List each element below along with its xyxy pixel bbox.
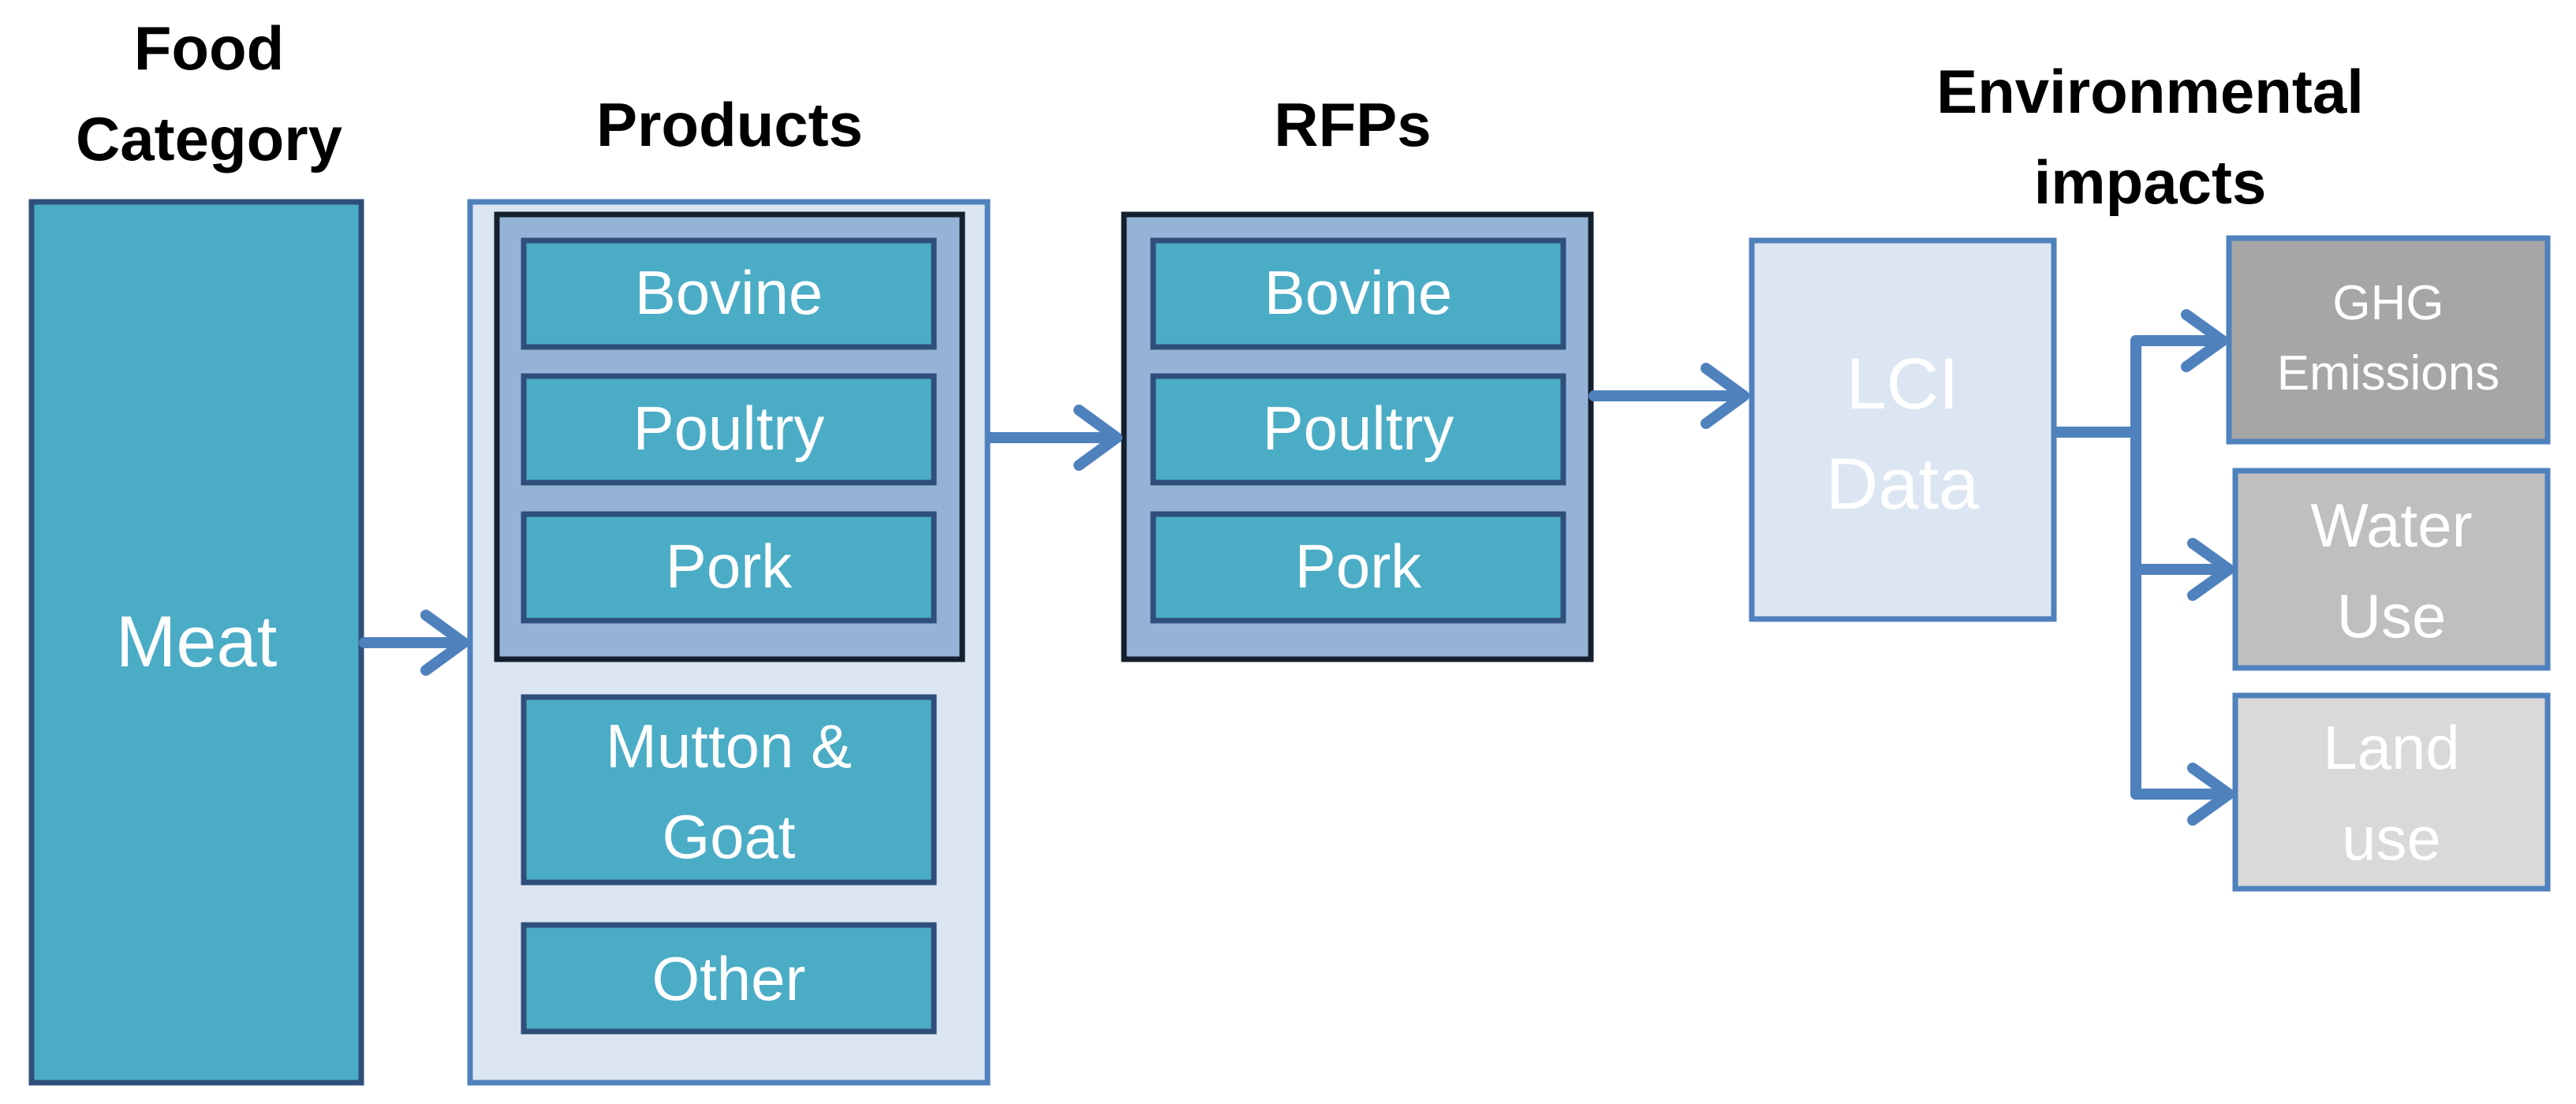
product-goat-label: Goat xyxy=(662,802,795,871)
header-food: Food xyxy=(134,13,285,83)
header-products: Products xyxy=(596,90,863,159)
water-label: Water xyxy=(2310,490,2472,560)
lci-data-box xyxy=(1749,237,2057,622)
emissions-label: Emissions xyxy=(2277,346,2500,401)
rfp-bovine-label: Bovine xyxy=(1264,258,1453,327)
food-category-meat-box xyxy=(28,199,364,1086)
product-pork: Pork xyxy=(521,511,937,624)
product-mutton-goat: Mutton & Goat xyxy=(521,694,937,886)
arrow-rfps-to-lci xyxy=(1589,363,1749,429)
product-poultry-label: Poultry xyxy=(633,393,825,463)
lci-data-label: Data xyxy=(1826,444,1980,524)
header-rfps: RFPs xyxy=(1274,90,1431,159)
product-bovine: Bovine xyxy=(521,237,937,350)
arrow-lci-to-impacts xyxy=(2051,309,2234,826)
product-other: Other xyxy=(521,922,937,1035)
rfp-pork-label: Pork xyxy=(1295,531,1422,601)
ghg-label: GHG xyxy=(2332,276,2443,330)
rfp-bovine: Bovine xyxy=(1150,237,1566,350)
product-poultry: Poultry xyxy=(521,373,937,486)
product-other-label: Other xyxy=(651,944,805,1013)
header-environmental: Environmental xyxy=(1936,57,2364,126)
rfp-poultry: Poultry xyxy=(1150,373,1566,486)
product-bovine-label: Bovine xyxy=(635,258,823,327)
land-use-label: use xyxy=(2342,804,2441,873)
header-impacts: impacts xyxy=(2034,147,2267,217)
arrow-meat-to-products xyxy=(359,610,469,676)
header-category: Category xyxy=(76,104,342,173)
impact-water-use: Water Use xyxy=(2232,468,2551,671)
meat-label: Meat xyxy=(116,602,278,682)
use-label: Use xyxy=(2337,581,2447,651)
rfp-poultry-label: Poultry xyxy=(1263,393,1454,463)
impact-ghg-emissions: GHG Emissions xyxy=(2226,235,2551,445)
product-pork-label: Pork xyxy=(666,531,793,601)
lci-label: LCI xyxy=(1846,344,1958,424)
arrow-products-to-rfps xyxy=(985,405,1122,471)
impact-land-use: Land use xyxy=(2232,692,2551,892)
product-mutton-label: Mutton & xyxy=(606,711,852,781)
land-label: Land xyxy=(2323,713,2460,782)
rfp-pork: Pork xyxy=(1150,511,1566,624)
